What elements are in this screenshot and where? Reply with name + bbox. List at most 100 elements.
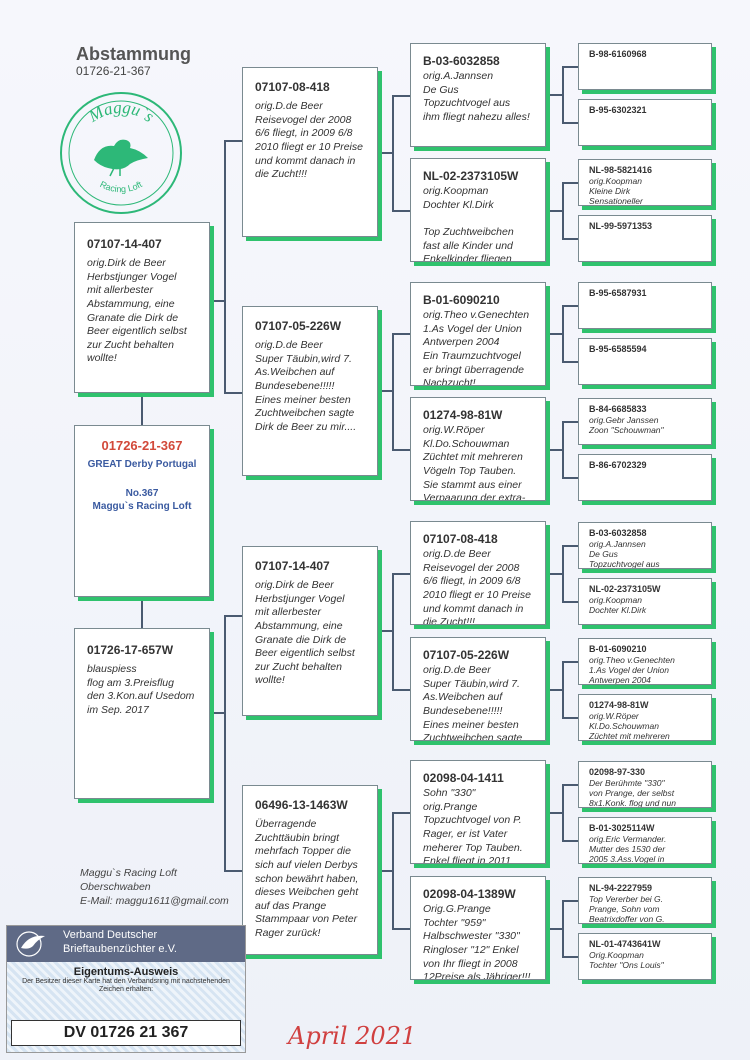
ring-number: 02098-97-330 — [589, 767, 646, 777]
great-grandparent-card: 02098-04-1389W Orig.G.Prange Tochter "95… — [410, 876, 546, 980]
ring-number: 02098-04-1411 — [423, 771, 504, 785]
card-description: orig.W.Röper Kl.Do.Schouwman Züchtet mit… — [423, 424, 526, 501]
logo-top-text: Maggu`s — [84, 98, 157, 126]
ring-number: 02098-04-1389W — [423, 887, 516, 901]
ring-number: B-01-3025114W — [589, 823, 655, 833]
card-description: orig.D.de Beer Super Täubin,wird 7. As.W… — [255, 339, 357, 433]
loft-logo: Maggu`s Racing Loft — [60, 92, 182, 214]
ancestor-card: B-01-6090210 orig.Theo v.Genechten 1.As … — [578, 638, 712, 685]
ring-number: 07107-14-407 — [255, 559, 330, 573]
main-loft: Maggu`s Racing Loft — [92, 501, 192, 512]
ancestor-card: NL-01-4743641W Orig.Koopman Tochter "Ons… — [578, 933, 712, 980]
dam-card: 01726-17-657W blauspiess flog am 3.Preis… — [74, 628, 210, 799]
owner-info: Maggu`s Racing Loft Oberschwaben E-Mail:… — [80, 866, 229, 909]
ring-number: 07107-05-226W — [423, 648, 510, 662]
grandparent-card: 07107-05-226W orig.D.de Beer Super Täubi… — [242, 306, 378, 476]
logo-bottom-text: Racing Loft — [98, 179, 144, 194]
card-description: orig.A.Jannsen De Gus Topzuchtvogel aus — [589, 539, 660, 569]
ancestor-card: B-95-6302321 — [578, 99, 712, 146]
ring-number: B-95-6302321 — [589, 105, 647, 115]
ring-number: B-95-6587931 — [589, 288, 647, 298]
main-number: No.367 — [125, 488, 159, 499]
page-title: Abstammung — [76, 44, 192, 64]
ancestor-card: B-84-6685833 orig.Gebr Janssen Zoon "Sch… — [578, 398, 712, 445]
ancestor-card: B-95-6587931 — [578, 282, 712, 329]
ancestor-card: B-95-6585594 — [578, 338, 712, 385]
handwritten-date: April 2021 — [288, 1022, 417, 1050]
card-description: orig.Gebr Janssen Zoon "Schouwman" — [589, 415, 664, 436]
ring-number: 01274-98-81W — [423, 408, 503, 422]
card-description: Orig.Koopman Tochter "Ons Louis" — [589, 950, 664, 971]
card-description: Der Berühmte "330" von Prange, der selbs… — [589, 778, 676, 808]
pigeon-wing-icon — [16, 931, 45, 957]
ancestor-card: B-98-6160968 — [578, 43, 712, 90]
card-description: Top Vererber bei G. Prange, Sohn vom Bea… — [589, 894, 665, 924]
ring-number: NL-98-5821416 — [589, 165, 653, 175]
ring-number: 07107-08-418 — [255, 80, 330, 94]
ring-number: 01274-98-81W — [589, 700, 649, 710]
card-text: Der Besitzer dieser Karte hat den Verban… — [22, 978, 230, 994]
card-title: Eigentums-Ausweis — [73, 966, 179, 978]
ring-number: 06496-13-1463W — [255, 798, 348, 812]
card-description: orig.D.de Beer Super Täubin,wird 7. As.W… — [423, 664, 523, 741]
card-description: orig.A.Jannsen De Gus Topzuchtvogel aus … — [423, 70, 530, 123]
ring-number: 01726-17-657W — [87, 643, 174, 657]
grandparent-card: 07107-14-407 orig.Dirk de Beer Herbstjun… — [242, 546, 378, 716]
ancestor-card: NL-99-5971353 — [578, 215, 712, 262]
ownership-card: Verband Deutscher Brieftaubenzüchter e.V… — [6, 925, 246, 1053]
ancestor-card: NL-98-5821416 orig.Koopman Kleine Dirk S… — [578, 159, 712, 206]
pigeon-main-card: 01726-21-367 GREAT Derby Portugal No.367… — [74, 425, 210, 597]
ancestor-card: NL-94-2227959 Top Vererber bei G. Prange… — [578, 877, 712, 924]
ring-number: B-03-6032858 — [423, 54, 500, 68]
ancestor-card: B-03-6032858 orig.A.Jannsen De Gus Topzu… — [578, 522, 712, 569]
ring-number: B-86-6702329 — [589, 460, 647, 470]
owner-name: Maggu`s Racing Loft — [80, 867, 177, 879]
ring-number: NL-94-2227959 — [589, 883, 653, 893]
card-description: orig.Koopman Kleine Dirk Sensationeller — [589, 176, 643, 206]
card-description: orig.D.de Beer Reisevogel der 2008 6/6 f… — [255, 100, 363, 181]
ring-number: NL-02-2373105W — [423, 169, 519, 183]
card-description: orig.Eric Vermander. Mutter des 1530 der… — [589, 834, 667, 864]
great-grandparent-card: B-03-6032858 orig.A.Jannsen De Gus Topzu… — [410, 43, 546, 147]
ancestor-card: 01274-98-81W orig.W.Röper Kl.Do.Schouwma… — [578, 694, 712, 741]
great-grandparent-card: NL-02-2373105W orig.Koopman Dochter Kl.D… — [410, 158, 546, 262]
ring-number: 07107-05-226W — [255, 319, 342, 333]
card-description: orig.Dirk de Beer Herbstjunger Vogel mit… — [255, 579, 355, 687]
card-description: orig.Theo v.Genechten 1.As Vogel der Uni… — [423, 309, 530, 386]
ring-number: B-03-6032858 — [589, 528, 647, 538]
grandparent-card: 06496-13-1463W Überragende Zuchttäubin b… — [242, 785, 378, 955]
association-name-2: Brieftaubenzüchter e.V. — [63, 943, 177, 955]
page-ring-number: 01726-21-367 — [76, 64, 151, 78]
card-ring-number: DV 01726 21 367 — [11, 1020, 241, 1046]
svg-text:Racing Loft: Racing Loft — [98, 179, 144, 194]
ring-number: NL-02-2373105W — [589, 584, 661, 594]
card-description: Überragende Zuchttäubin bringt mehrfach … — [255, 818, 359, 940]
main-title: GREAT Derby Portugal — [87, 459, 197, 470]
card-description: orig.Koopman Dochter Kl.Dirk Top Zuchtwe… — [423, 185, 514, 262]
card-description: Sohn "330" orig.Prange Topzuchtvogel von… — [423, 787, 523, 864]
card-description: orig.Theo v.Genechten 1.As Vogel der Uni… — [589, 655, 675, 685]
svg-text:Maggu`s: Maggu`s — [84, 98, 157, 126]
card-description: orig.D.de Beer Reisevogel der 2008 6/6 f… — [423, 548, 531, 625]
card-description: Orig.G.Prange Tochter "959" Halbschweste… — [423, 903, 531, 980]
pigeon-icon — [94, 139, 148, 170]
ring-number: 07107-14-407 — [87, 237, 162, 251]
sire-card: 07107-14-407 orig.Dirk de Beer Herbstjun… — [74, 222, 210, 393]
great-grandparent-card: B-01-6090210 orig.Theo v.Genechten 1.As … — [410, 282, 546, 386]
card-description: orig.Koopman Dochter Kl.Dirk — [589, 595, 647, 616]
ring-number: 07107-08-418 — [423, 532, 498, 546]
card-description: orig.W.Röper Kl.Do.Schouwman Züchtet mit… — [589, 711, 670, 741]
ring-number: B-95-6585594 — [589, 344, 647, 354]
ancestor-card: B-86-6702329 — [578, 454, 712, 501]
ring-number: B-01-6090210 — [423, 293, 500, 307]
card-description: orig.Dirk de Beer Herbstjunger Vogel mit… — [87, 257, 187, 365]
ring-number: NL-99-5971353 — [589, 221, 653, 231]
great-grandparent-card: 02098-04-1411 Sohn "330" orig.Prange Top… — [410, 760, 546, 864]
ring-number: B-84-6685833 — [589, 404, 647, 414]
main-ring-number: 01726-21-367 — [101, 438, 183, 453]
great-grandparent-card: 01274-98-81W orig.W.Röper Kl.Do.Schouwma… — [410, 397, 546, 501]
great-grandparent-card: 07107-05-226W orig.D.de Beer Super Täubi… — [410, 637, 546, 741]
owner-email: E-Mail: maggu1611@gmail.com — [80, 895, 229, 908]
ancestor-card: NL-02-2373105W orig.Koopman Dochter Kl.D… — [578, 578, 712, 625]
